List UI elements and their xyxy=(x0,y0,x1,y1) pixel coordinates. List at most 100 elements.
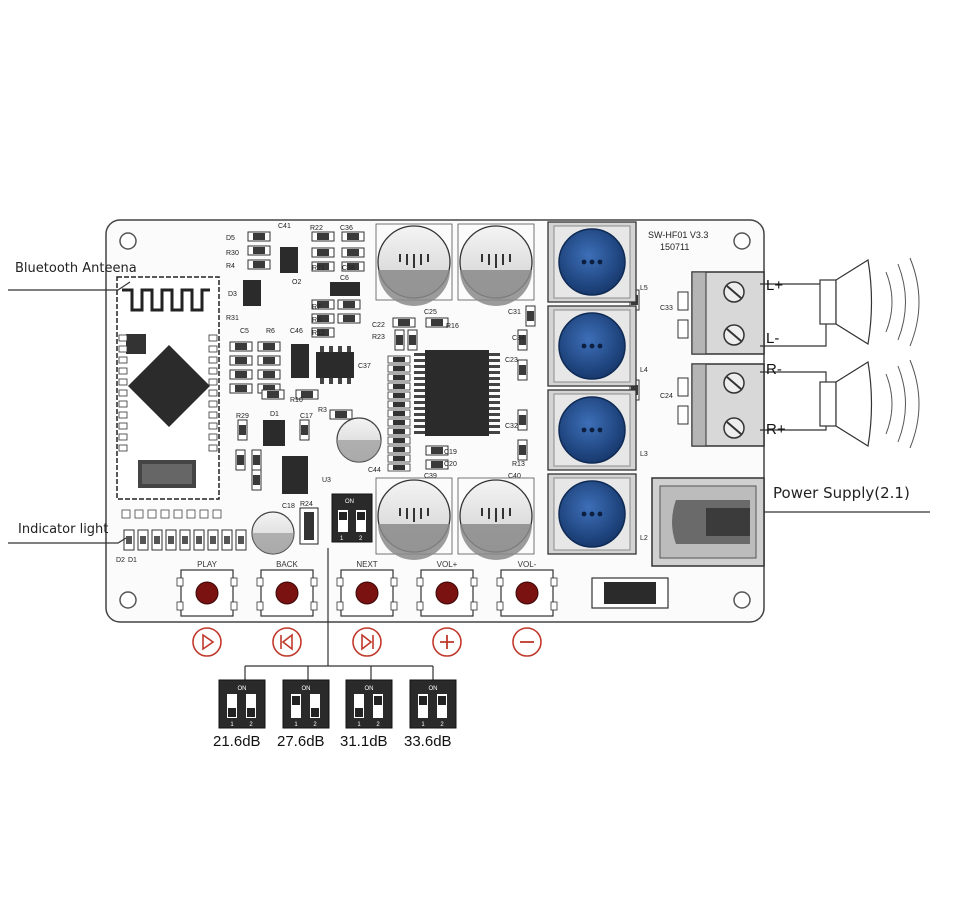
label-l-plus: L+ xyxy=(766,277,783,294)
minus-icon xyxy=(512,627,542,657)
button-cap[interactable] xyxy=(195,581,219,605)
gain-switch-pin: 1 xyxy=(294,722,298,728)
bt-pad xyxy=(118,433,128,441)
switch-toggle xyxy=(228,708,236,717)
button-cap[interactable] xyxy=(355,581,379,605)
smd-body xyxy=(317,301,329,308)
gain-label-2: 27.6dB xyxy=(277,733,325,750)
smd-body xyxy=(343,301,355,308)
switch-toggle xyxy=(355,708,363,717)
switch-slot xyxy=(373,694,383,718)
button-leg xyxy=(470,577,478,587)
button-housing xyxy=(260,569,314,617)
ic-pin xyxy=(414,377,425,380)
coil-dot xyxy=(589,259,595,265)
smd-body xyxy=(253,247,265,254)
button-label: PLAY xyxy=(197,560,218,569)
smd-body xyxy=(343,315,355,322)
led-pad xyxy=(186,509,196,519)
ref-designator: L3 xyxy=(640,451,648,458)
indicator-led-row xyxy=(123,529,247,551)
ref-designator: C6 xyxy=(340,275,349,282)
bt-pad xyxy=(208,334,218,342)
indicator-light-label: Indicator light xyxy=(18,522,109,537)
button-leg xyxy=(470,601,478,611)
button-back[interactable]: BACK xyxy=(256,560,318,657)
fuse xyxy=(291,344,309,378)
button-leg xyxy=(496,577,504,587)
switch-toggle xyxy=(292,696,300,705)
resistor-body xyxy=(393,447,405,452)
smd-body xyxy=(347,249,359,256)
opamp-pin xyxy=(320,378,324,384)
opamp-pin xyxy=(347,346,351,352)
ref-designator: R10 xyxy=(290,397,303,404)
bt-pad xyxy=(118,389,128,397)
opamp-pin xyxy=(338,378,342,384)
icon-glyph xyxy=(202,633,215,651)
led-pad xyxy=(121,509,131,519)
led-body xyxy=(210,536,216,544)
smd-body xyxy=(396,335,403,345)
label-r-plus: R+ xyxy=(766,421,786,438)
switch-toggle xyxy=(311,708,319,717)
smd-body xyxy=(317,329,329,336)
smd-body xyxy=(253,261,265,268)
ref-designator: C25 xyxy=(424,309,437,316)
resistor-body xyxy=(393,402,405,407)
resistor-body xyxy=(393,438,405,443)
opamp-pin xyxy=(347,378,351,384)
transistor xyxy=(263,420,285,446)
ref-designator: C23 xyxy=(505,357,518,364)
button-cap[interactable] xyxy=(435,581,459,605)
led-body xyxy=(196,536,202,544)
gain-switch-pin: 2 xyxy=(313,722,317,728)
button-leg xyxy=(416,601,424,611)
button-leg xyxy=(176,601,184,611)
mount-hole xyxy=(119,232,137,250)
switch-slot xyxy=(291,694,301,718)
smd-body xyxy=(317,263,329,270)
gain-switch-on: ON xyxy=(365,686,374,692)
gain-switch-on: ON xyxy=(302,686,311,692)
button-leg xyxy=(230,577,238,587)
led-pad xyxy=(147,509,157,519)
button-play[interactable]: PLAY xyxy=(176,560,238,657)
button-vol-minus[interactable]: VOL- xyxy=(496,560,558,657)
ref-designator: R12 xyxy=(312,330,325,337)
right-speaker-icon xyxy=(819,359,920,449)
ref-designator: C19 xyxy=(444,449,457,456)
bt-pad xyxy=(118,411,128,419)
smd-body xyxy=(519,365,526,375)
ref-designator: C36 xyxy=(340,225,353,232)
icon-ring xyxy=(352,627,382,657)
button-next[interactable]: NEXT xyxy=(336,560,398,657)
gain-switch-leader xyxy=(244,548,434,680)
smd-body xyxy=(347,263,359,270)
ref-designator: L5 xyxy=(640,285,648,292)
bt-pad xyxy=(208,411,218,419)
button-cap[interactable] xyxy=(275,581,299,605)
label-r-minus: R- xyxy=(766,361,782,378)
ref-designator: R22 xyxy=(310,225,323,232)
led-body xyxy=(168,536,174,544)
power-jack xyxy=(651,477,765,567)
coil-dot xyxy=(581,343,587,349)
smd-body xyxy=(267,391,279,398)
button-cap[interactable] xyxy=(515,581,539,605)
button-vol-minusplus[interactable]: VOL+ xyxy=(416,560,478,657)
ic-pin xyxy=(489,413,500,416)
gain-switch-body xyxy=(282,679,330,729)
bt-pad xyxy=(118,345,128,353)
ref-designator: L4 xyxy=(640,367,648,374)
bt-pad xyxy=(118,356,128,364)
play-icon xyxy=(192,627,222,657)
dip-switch-pin1: 1 xyxy=(340,536,344,542)
smd-body xyxy=(317,315,329,322)
smd-body xyxy=(301,425,308,435)
button-leg xyxy=(256,601,264,611)
gain-switch-2: ON 1 2 xyxy=(282,679,330,729)
gain-switch-on: ON xyxy=(429,686,438,692)
bt-pad xyxy=(208,444,218,452)
